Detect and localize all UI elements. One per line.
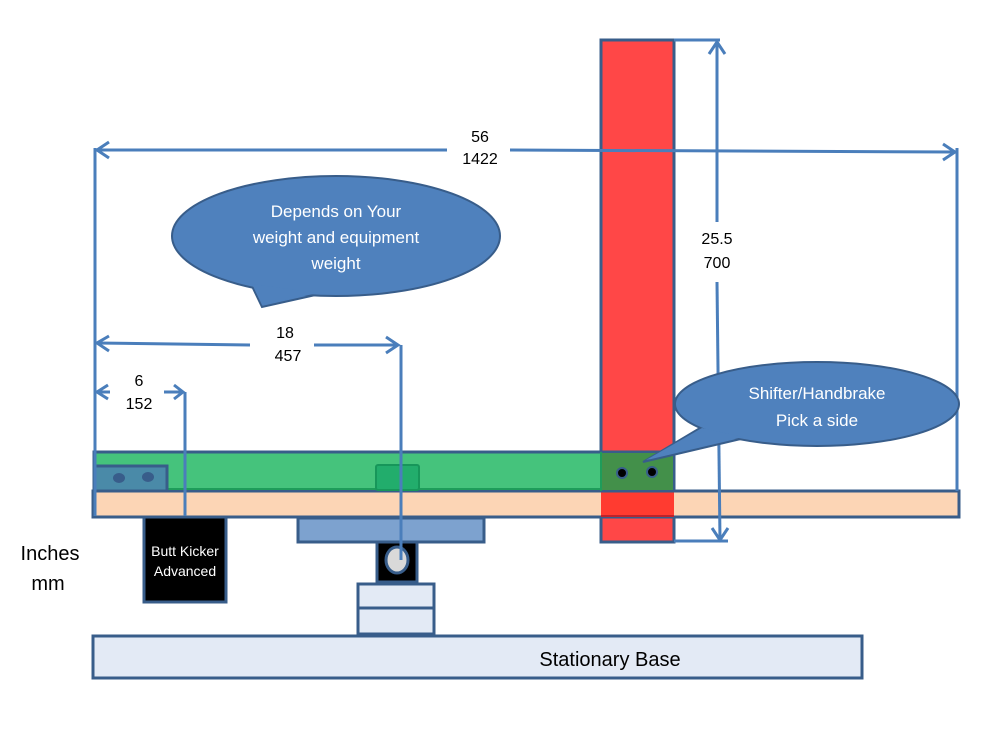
seat-to-buttkicker-mm: 152 — [126, 396, 153, 413]
seat-plank — [91, 489, 961, 519]
overall-width-inches: 56 — [471, 129, 489, 146]
seat-mount-bracket — [93, 464, 169, 493]
shifter-note-line2: Pick a side — [776, 411, 858, 430]
butt-kicker-label-line1: Butt Kicker — [151, 543, 219, 559]
seat-to-pivot-mm: 457 — [275, 348, 302, 365]
units-label-mm: mm — [31, 573, 64, 595]
callout-pivot-note: Depends on Your weight and equipment wei… — [171, 175, 501, 309]
butt-kicker-label-line2: Advanced — [154, 563, 216, 579]
callout-shifter-note: Shifter/Handbrake Pick a side — [642, 361, 960, 463]
pivot-stand-lower — [356, 606, 436, 636]
stationary-base-label: Stationary Base — [539, 649, 680, 671]
dimension-seat-to-buttkicker: 6 152 — [94, 373, 187, 516]
seat-to-buttkicker-inches: 6 — [135, 373, 144, 390]
pivot-bearing — [384, 545, 410, 575]
pivot-plate — [296, 516, 486, 544]
seat-bolt-hole — [113, 473, 125, 483]
upright-height-mm: 700 — [704, 255, 731, 272]
shifter-bolt-hole — [646, 466, 658, 478]
butt-kicker-box — [142, 515, 228, 604]
pivot-note-line3: weight — [310, 254, 360, 273]
upright-height-inches: 25.5 — [701, 231, 732, 248]
upright-plank-overlap — [601, 491, 674, 517]
pivot-mount-block — [375, 464, 420, 491]
shifter-bolt-hole — [616, 467, 628, 479]
dimension-upright-height: 25.5 700 — [674, 38, 733, 543]
pivot-note-line2: weight and equipment — [252, 228, 420, 247]
dimension-overall-width: 56 1422 — [94, 129, 958, 168]
units-label-inches: Inches — [21, 543, 80, 565]
shifter-note-line1: Shifter/Handbrake — [748, 384, 885, 403]
pivot-note-line1: Depends on Your — [271, 202, 402, 221]
dimension-seat-to-pivot: 18 457 — [94, 325, 403, 560]
stationary-base — [91, 634, 864, 680]
seat-bolt-hole — [142, 472, 154, 482]
upright-rail-overlap — [601, 453, 673, 490]
pivot-stand-upper — [356, 582, 436, 610]
overall-width-mm: 1422 — [462, 151, 498, 168]
seat-to-pivot-inches: 18 — [276, 325, 294, 342]
